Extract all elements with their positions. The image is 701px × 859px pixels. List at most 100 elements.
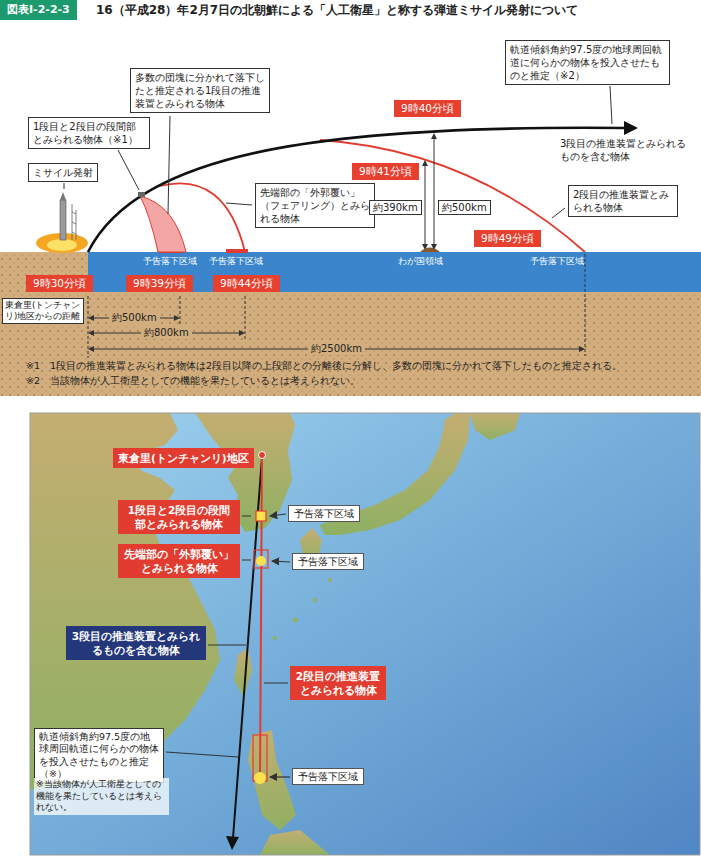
map-frame (30, 413, 700, 855)
arrowhead (422, 160, 428, 166)
leader-line (264, 683, 288, 684)
map-land (30, 413, 520, 855)
leader-line (168, 116, 170, 214)
arrowhead (431, 133, 437, 139)
time-box: 9時39分頃 (126, 275, 193, 292)
trajectory-arrowhead (226, 836, 239, 850)
leader-line (552, 208, 565, 218)
drop-zone-box: 予告落下区域 (292, 553, 364, 570)
launch-tower (72, 204, 76, 240)
pointer-arrow (272, 561, 290, 562)
drop-zone-box: 予告落下区域 (292, 768, 364, 785)
node-text: 2段目の推進装置とみられる物体 (573, 188, 673, 214)
distance-caption: 東倉里(トンチャンリ)地区からの距離 (2, 298, 84, 324)
territory-mark (420, 248, 440, 253)
arrowhead (579, 346, 585, 352)
leader-line (226, 203, 252, 205)
time-box: 9時49分頃 (474, 230, 541, 247)
map-callout: 東倉里(トンチャンリ)地区 (113, 448, 254, 468)
callout-box: 2段目の推進装置とみられる物体 (568, 185, 678, 217)
node-text: 1段目と2段目の段間部とみられる物体 (123, 503, 235, 531)
drop-zone (254, 550, 268, 568)
ground (0, 252, 701, 396)
node-text: 先端部の「外郭覆い」（フェアリング）とみられる物体 (260, 186, 370, 225)
node-text: ミサイル発射 (33, 166, 93, 179)
time-box: 9時44分頃 (213, 275, 280, 292)
trajectory-arrowhead (624, 121, 638, 135)
callout-box: 軌道傾斜角約97.5度の地球周回軌道に何らかの物体を投入させたものと推定（※2） (505, 40, 670, 85)
taiwan-land (234, 648, 252, 698)
height-line (425, 164, 426, 246)
height-value: 約500km (438, 200, 491, 215)
node-text: 9時40分頃 (401, 101, 454, 116)
dashed-guide (88, 296, 89, 358)
leader-line (118, 150, 139, 190)
arrowhead (431, 244, 437, 250)
leader-line (64, 183, 65, 189)
dashed-guide (245, 296, 246, 340)
node-text: 約500km (442, 201, 487, 214)
node-text: 2段目の推進装置とみられる物体 (295, 669, 381, 697)
island (273, 636, 277, 640)
drop-zone (256, 511, 266, 521)
map-callout: 先端部の「外郭覆い」とみられる物体 (118, 544, 240, 578)
distance-label: 約800km (141, 326, 192, 339)
distance-label: 約500km (109, 311, 160, 324)
distance-label: 約2500km (308, 342, 365, 355)
time-box: 9時40分頃 (394, 100, 461, 117)
node-text: 予告落下区域 (298, 770, 358, 783)
height-line (434, 137, 435, 246)
island-land (260, 830, 330, 855)
luzon-land (248, 730, 296, 830)
arrowhead (422, 244, 428, 250)
island (328, 578, 332, 582)
footnote: ※当該物体が人工衛星としての機能を果たしているとは考えられない。 (34, 778, 169, 815)
launch-flame (47, 239, 77, 251)
zone-label: 予告落下区域 (530, 256, 584, 268)
launch-site (259, 452, 266, 459)
node-text: 9時41分頃 (359, 164, 412, 179)
node-text: 9時30分頃 (33, 276, 86, 291)
node-text: 9時44分頃 (220, 276, 273, 291)
pointer-arrow (270, 776, 290, 777)
node-text: 先端部の「外郭覆い」とみられる物体 (123, 547, 235, 575)
callout-box: 1段目と2段目の段間部とみられる物体（※1） (28, 117, 150, 149)
leader-line (610, 86, 612, 124)
sea-band (88, 252, 701, 292)
time-box: 9時41分頃 (352, 163, 419, 180)
time-box: 9時30分頃 (26, 275, 93, 292)
hokkaido-land (470, 413, 520, 440)
node-text: 軌道傾斜角約97.5度の地球周回軌道に何らかの物体を投入させたものと推定（※2） (510, 43, 665, 82)
node-text: 予告落下区域 (298, 555, 358, 568)
arrowhead (88, 346, 94, 352)
arrowhead (174, 315, 180, 321)
node-text: 約390km (373, 201, 418, 214)
island (293, 618, 298, 623)
fairing-trajectory (160, 183, 245, 252)
rocket (60, 200, 66, 240)
drop-point (256, 556, 266, 566)
map-callout: 3段目の推進装置とみられるものを含む物体 (66, 626, 206, 660)
callout-box: ミサイル発射 (28, 163, 98, 182)
map-callout: 1段目と2段目の段間部とみられる物体 (118, 500, 240, 534)
node-text: 図表Ⅰ-2-2-3 (7, 3, 70, 17)
rocket-nose (60, 192, 66, 200)
zone-label: 予告落下区域 (209, 256, 263, 268)
arrowhead (88, 315, 94, 321)
figure-title: 16（平成28）年2月7日の北朝鮮による「人工衛星」と称する弾道ミサイル発射につ… (96, 3, 578, 19)
interstage-object (138, 192, 145, 197)
node-text: 9時39分頃 (133, 276, 186, 291)
island (313, 598, 317, 602)
map-callout: 2段目の推進装置とみられる物体 (290, 666, 386, 700)
map-sea (30, 413, 700, 855)
node-text: 9時49分頃 (481, 231, 534, 246)
zone-label: 予告落下区域 (143, 256, 197, 268)
object-label: 3段目の推進装置とみられるものを含む物体 (560, 137, 690, 163)
node-text: 1段目と2段目の段間部とみられる物体（※1） (33, 120, 145, 146)
leader-line (242, 560, 251, 561)
footnote: ※2 当該物体が人工衛星としての機能を果たしているとは考えられない。 (26, 375, 696, 388)
stage1-debris-fan (140, 196, 186, 252)
figure-number: 図表Ⅰ-2-2-3 (0, 0, 77, 20)
node-text: 東倉里(トンチャンリ)地区 (118, 451, 249, 465)
arrowhead (239, 330, 245, 336)
